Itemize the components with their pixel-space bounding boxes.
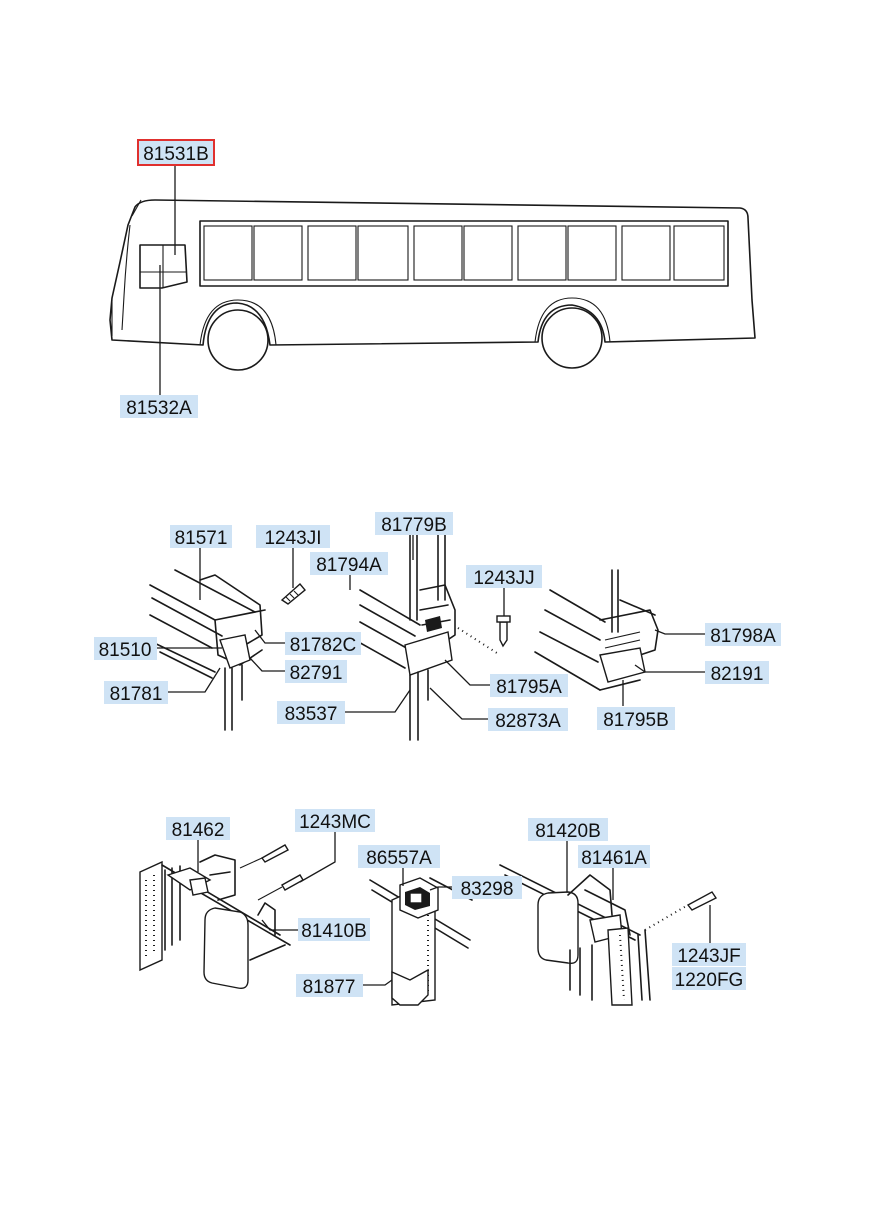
part-number: 81462: [172, 820, 225, 841]
part-label-81782C[interactable]: 81782C: [285, 632, 361, 656]
part-label-83298[interactable]: 83298: [452, 876, 522, 900]
leader-83298: [429, 886, 452, 891]
leader-82873A: [429, 687, 488, 720]
part-label-81410B[interactable]: 81410B: [298, 918, 370, 942]
part-number: 81795A: [496, 677, 562, 698]
leader-81410B: [261, 919, 298, 931]
part-label-81795B[interactable]: 81795B: [597, 707, 675, 731]
part-label-81531B[interactable]: 81531B: [137, 139, 215, 166]
part-number: 81510: [99, 640, 152, 661]
part-label-82191[interactable]: 82191: [705, 661, 769, 685]
rail-assembly-right: [534, 569, 659, 691]
part-number: 82791: [290, 663, 343, 684]
part-label-81877[interactable]: 81877: [296, 974, 363, 998]
part-label-1220FG[interactable]: 1220FG: [672, 967, 746, 991]
part-number: 81461A: [581, 848, 647, 869]
part-label-81571[interactable]: 81571: [170, 525, 232, 549]
part-label-81795A[interactable]: 81795A: [490, 674, 568, 698]
part-number: 81877: [303, 977, 356, 998]
part-number: 81781: [110, 684, 163, 705]
part-label-1243JF[interactable]: 1243JF: [672, 943, 746, 967]
leader-81782C: [254, 629, 285, 644]
part-label-81794A[interactable]: 81794A: [310, 552, 388, 576]
part-number: 81420B: [535, 821, 601, 842]
part-number: 81532A: [126, 398, 192, 419]
leader-81781: [168, 667, 221, 693]
seal-assembly-right: [499, 864, 718, 1006]
part-number: 1243JJ: [473, 568, 534, 589]
part-number: 86557A: [366, 848, 432, 869]
seal-assembly-middle: [369, 877, 473, 1006]
part-number: 81531B: [143, 144, 209, 165]
part-number: 81779B: [381, 515, 447, 536]
part-label-1243JI[interactable]: 1243JI: [256, 525, 330, 549]
rail-assembly-middle: [354, 534, 511, 741]
part-number: 1220FG: [675, 970, 744, 991]
leader-81795A: [444, 659, 490, 686]
highlight-box: [137, 139, 215, 166]
part-label-1243JJ[interactable]: 1243JJ: [466, 565, 542, 589]
part-label-81779B[interactable]: 81779B: [375, 512, 453, 536]
part-label-81798A[interactable]: 81798A: [705, 623, 781, 647]
part-label-81461A[interactable]: 81461A: [578, 845, 650, 869]
part-number: 81782C: [290, 635, 357, 656]
leader-81798A: [654, 629, 705, 635]
leader-81877: [363, 979, 393, 986]
part-label-81420B[interactable]: 81420B: [528, 818, 608, 842]
part-label-82791[interactable]: 82791: [285, 660, 347, 684]
part-number: 81798A: [710, 626, 776, 647]
rail-assembly-left: [147, 569, 306, 731]
seal-assembly-left: [139, 844, 304, 990]
part-label-83537[interactable]: 83537: [277, 701, 345, 725]
leader-1243MC: [299, 832, 336, 883]
part-label-81462[interactable]: 81462: [166, 817, 230, 841]
leader-82791: [249, 657, 285, 672]
part-number: 81794A: [316, 555, 382, 576]
part-label-86557A[interactable]: 86557A: [358, 845, 440, 869]
part-label-81781[interactable]: 81781: [104, 681, 168, 705]
part-number: 81571: [175, 528, 228, 549]
part-number: 1243JF: [677, 946, 740, 967]
part-label-1243MC[interactable]: 1243MC: [295, 809, 375, 833]
part-number: 82191: [711, 664, 764, 685]
part-label-81532A[interactable]: 81532A: [120, 395, 198, 419]
part-number: 1243MC: [299, 812, 371, 833]
leader-83537: [345, 689, 411, 713]
part-number: 83537: [285, 704, 338, 725]
part-number: 81795B: [603, 710, 669, 731]
part-label-82873A[interactable]: 82873A: [488, 708, 568, 732]
leader-82191: [634, 664, 705, 673]
part-number: 81410B: [301, 921, 367, 942]
part-number: 1243JI: [264, 528, 321, 549]
part-label-81510[interactable]: 81510: [94, 637, 157, 661]
part-number: 83298: [461, 879, 514, 900]
part-number: 82873A: [495, 711, 561, 732]
bus-side-view: [109, 199, 756, 371]
